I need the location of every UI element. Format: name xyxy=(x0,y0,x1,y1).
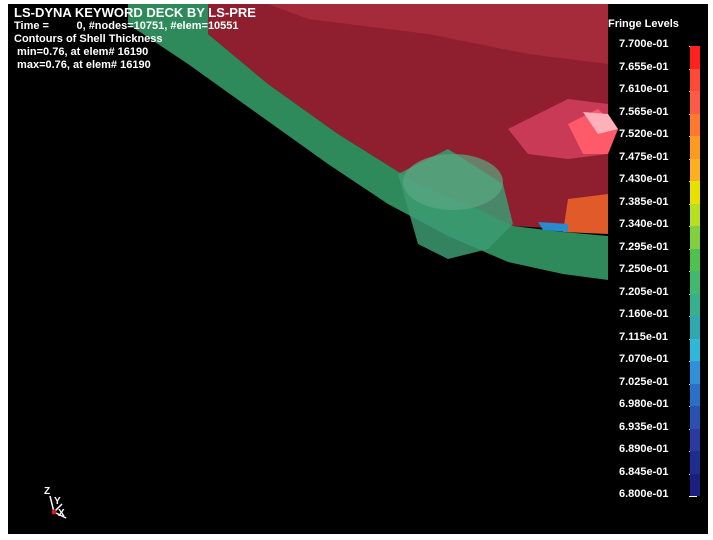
axis-triad-icon xyxy=(49,495,67,519)
fringe-level-row: 7.655e-01 xyxy=(601,60,697,79)
fringe-level-row: 7.385e-01 xyxy=(601,195,697,214)
fringe-level-row: 7.115e-01 xyxy=(601,330,697,349)
fringe-color-swatch xyxy=(690,91,700,114)
model-viewport[interactable]: LS-DYNA KEYWORD DECK BY LS-PRE Time = 0,… xyxy=(8,4,708,534)
fringe-color-swatch xyxy=(690,136,700,159)
shell-facet-orange xyxy=(563,194,608,234)
fringe-level-row: 7.025e-01 xyxy=(601,375,697,394)
fringe-color-swatch xyxy=(690,158,700,181)
fringe-level-value: 7.205e-01 xyxy=(619,285,669,298)
fringe-level-row: 7.430e-01 xyxy=(601,173,697,191)
fringe-level-value: 6.800e-01 xyxy=(619,488,669,500)
fringe-level-row: 7.700e-01 xyxy=(601,38,697,56)
fringe-level-row: 7.475e-01 xyxy=(601,150,697,169)
fringe-color-swatch xyxy=(690,338,700,361)
fringe-color-swatch xyxy=(690,316,700,339)
fringe-level-row: 6.980e-01 xyxy=(601,398,697,416)
fringe-level-value: 6.890e-01 xyxy=(619,443,669,455)
shell-facet-blue xyxy=(538,222,568,232)
fringe-level-row: 7.340e-01 xyxy=(601,218,697,236)
axis-x-label: X xyxy=(58,508,65,519)
fringe-color-swatch xyxy=(690,428,700,451)
fringe-color-swatch xyxy=(690,226,700,249)
fringe-levels-title: Fringe Levels xyxy=(608,18,679,30)
shell-part-red-upper xyxy=(268,4,608,64)
fringe-level-value: 7.115e-01 xyxy=(619,330,668,343)
fringe-level-value: 7.475e-01 xyxy=(619,150,669,163)
fringe-color-swatch xyxy=(690,113,700,136)
axis-z-label: Z xyxy=(44,486,51,497)
max-line: max=0.76, at elem# 16190 xyxy=(14,59,151,71)
fringe-level-value: 7.070e-01 xyxy=(619,353,669,365)
min-line: min=0.76, at elem# 16190 xyxy=(14,46,149,58)
fringe-color-swatch xyxy=(690,293,700,316)
fringe-level-row: 6.800e-01 xyxy=(601,488,697,506)
fringe-color-swatch xyxy=(690,181,700,204)
fringe-color-swatch xyxy=(690,383,700,406)
fringe-level-row: 7.160e-01 xyxy=(601,308,697,326)
fringe-color-swatch xyxy=(690,271,700,294)
contour-line: Contours of Shell Thickness xyxy=(14,33,163,45)
fringe-level-row: 6.935e-01 xyxy=(601,420,697,439)
fringe-color-swatch xyxy=(690,248,700,271)
fringe-color-swatch xyxy=(690,361,700,384)
fringe-level-value: 7.700e-01 xyxy=(619,38,669,50)
fringe-level-value: 7.385e-01 xyxy=(619,195,669,208)
fringe-color-swatch xyxy=(690,451,700,474)
fringe-level-value: 7.295e-01 xyxy=(619,240,669,253)
fringe-color-swatch xyxy=(690,46,700,69)
fringe-level-row: 7.205e-01 xyxy=(601,285,697,304)
cylinder-top xyxy=(403,154,503,210)
fringe-level-value: 7.520e-01 xyxy=(619,128,669,140)
fringe-level-row: 7.610e-01 xyxy=(601,83,697,101)
fringe-level-value: 7.565e-01 xyxy=(619,105,669,118)
fringe-color-swatch xyxy=(690,473,700,496)
fringe-level-value: 7.655e-01 xyxy=(619,60,669,73)
fringe-level-row: 7.565e-01 xyxy=(601,105,697,124)
info-header: LS-DYNA KEYWORD DECK BY LS-PRE Time = 0,… xyxy=(14,6,256,72)
fringe-color-swatch xyxy=(690,68,700,91)
shell-part-red xyxy=(208,4,608,229)
fringe-level-row: 7.295e-01 xyxy=(601,240,697,259)
deck-title: LS-DYNA KEYWORD DECK BY LS-PRE xyxy=(14,5,256,20)
fringe-level-value: 7.160e-01 xyxy=(619,308,669,320)
axis-triad: Z Y X xyxy=(44,486,84,522)
fringe-level-value: 7.610e-01 xyxy=(619,83,669,95)
time-line: Time = 0, #nodes=10751, #elem=10551 xyxy=(14,20,239,32)
fringe-level-value: 7.340e-01 xyxy=(619,218,669,230)
fringe-color-swatch xyxy=(690,203,700,226)
shell-facet-highlight xyxy=(583,112,618,134)
fringe-level-value: 6.845e-01 xyxy=(619,465,669,478)
fringe-level-row: 6.845e-01 xyxy=(601,465,697,484)
fringe-level-value: 7.430e-01 xyxy=(619,173,669,185)
fringe-level-row: 7.520e-01 xyxy=(601,128,697,146)
fringe-level-value: 7.025e-01 xyxy=(619,375,669,388)
fringe-level-value: 6.980e-01 xyxy=(619,398,669,410)
fringe-level-row: 6.890e-01 xyxy=(601,443,697,461)
axis-y-label: Y xyxy=(54,496,61,507)
fringe-level-value: 7.250e-01 xyxy=(619,263,669,275)
fringe-color-swatch xyxy=(690,406,700,429)
shell-band-green xyxy=(128,4,608,280)
fringe-level-row: 7.070e-01 xyxy=(601,353,697,371)
fringe-level-tick xyxy=(689,496,697,497)
shell-model-render[interactable] xyxy=(8,4,708,534)
fringe-level-value: 6.935e-01 xyxy=(619,420,669,433)
fringe-level-row: 7.250e-01 xyxy=(601,263,697,281)
